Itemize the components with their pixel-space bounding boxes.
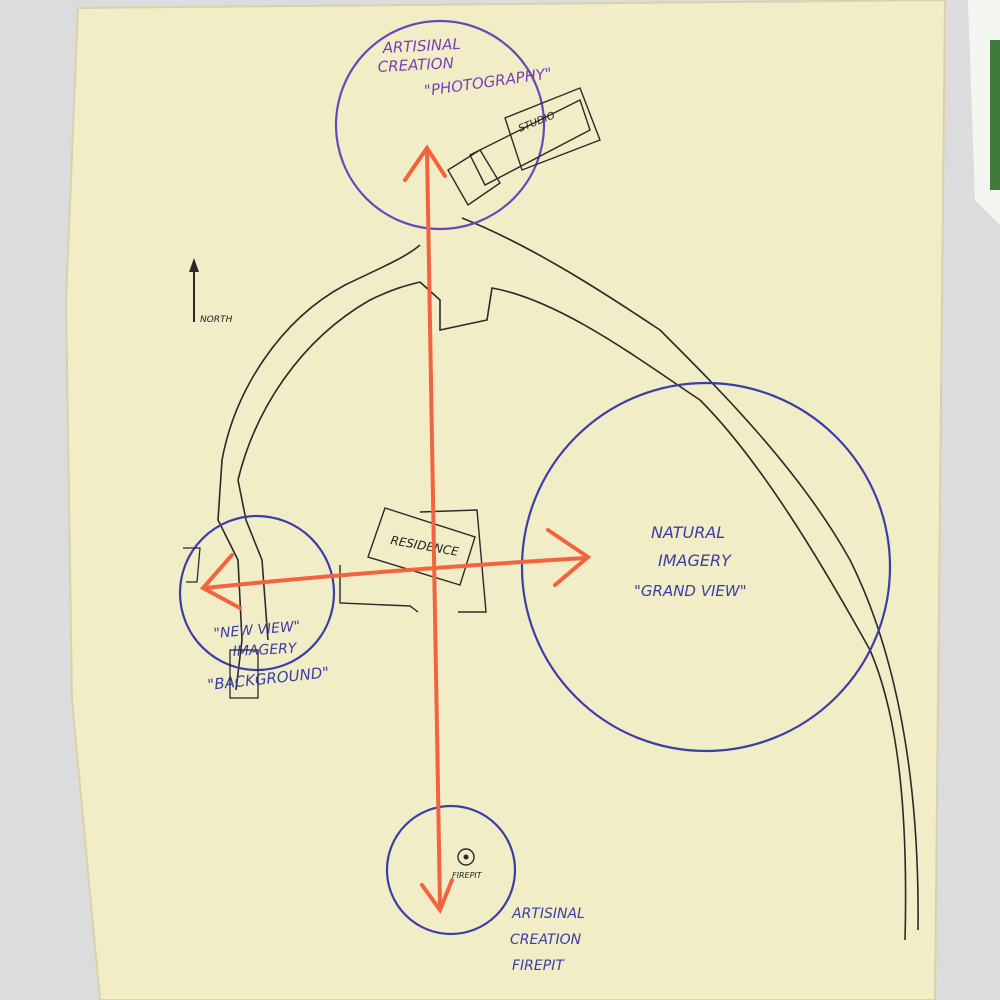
zone-top-circle bbox=[334, 19, 546, 231]
firepit-icon-core bbox=[463, 854, 469, 860]
zone-right-line1: NATURAL bbox=[651, 523, 725, 542]
zone-left-circle bbox=[178, 514, 336, 672]
zone-top-line1: ARTISINAL bbox=[381, 35, 461, 57]
east-west-axis bbox=[203, 556, 587, 590]
zone-left-line2: IMAGERY bbox=[232, 641, 298, 660]
zone-bottom-firepit: FIREPIT ARTISINAL CREATION FIREPIT bbox=[385, 804, 585, 974]
side-poster-photo bbox=[990, 40, 1000, 190]
zone-left-line1: "NEW VIEW" bbox=[213, 618, 301, 642]
zone-right-circle bbox=[520, 381, 892, 753]
view-axis-arrows bbox=[199, 144, 592, 915]
tracing-paper-sheet bbox=[64, 0, 947, 1000]
arrow-head-east bbox=[546, 528, 592, 587]
zone-right-natural-imagery: NATURAL IMAGERY "GRAND VIEW" bbox=[520, 381, 892, 753]
zone-right-line3: "GRAND VIEW" bbox=[634, 582, 747, 600]
arrow-head-south bbox=[420, 878, 454, 915]
firepit-icon bbox=[457, 848, 475, 866]
left-small-building bbox=[183, 547, 259, 699]
zone-right-line2: IMAGERY bbox=[658, 551, 732, 570]
north-south-axis bbox=[425, 148, 442, 907]
arrow-head-north bbox=[403, 144, 447, 182]
zone-top-artisinal-photography: ARTISINAL CREATION "PHOTOGRAPHY" STUDIO bbox=[334, 19, 601, 231]
zone-bottom-line2: CREATION bbox=[510, 932, 582, 948]
zone-bottom-circle bbox=[385, 804, 517, 936]
road-path bbox=[217, 217, 919, 941]
arrow-head-west bbox=[199, 553, 242, 610]
north-label: NORTH bbox=[200, 315, 233, 325]
zone-bottom-line3: FIREPIT bbox=[512, 958, 565, 974]
zone-top-line2: CREATION bbox=[377, 54, 454, 76]
north-arrow: NORTH bbox=[189, 258, 233, 325]
studio-building bbox=[447, 87, 601, 207]
zone-bottom-line1: ARTISINAL bbox=[511, 906, 585, 922]
residence-building bbox=[339, 507, 487, 613]
firepit-label: FIREPIT bbox=[452, 871, 483, 880]
